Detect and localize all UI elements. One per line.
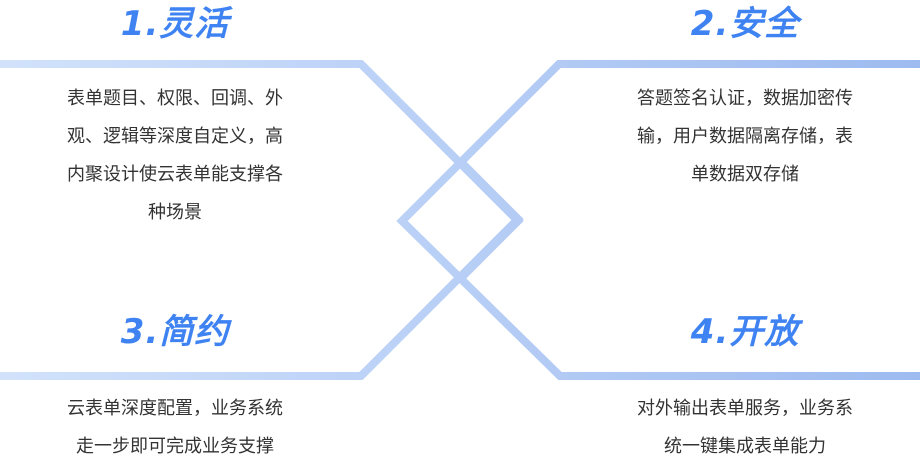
section-title-flexible: 1.灵活: [120, 4, 230, 44]
text-line: 对外输出表单服务，业务系: [637, 398, 853, 419]
section-body-open: 对外输出表单服务，业务系 统一键集成表单能力: [595, 390, 895, 466]
section-title-simple: 3.简约: [120, 312, 230, 352]
text-line: 单数据双存储: [691, 164, 799, 185]
text-line: 内聚设计使云表单能支撑各: [67, 164, 283, 185]
line-top-right: [396, 60, 920, 380]
text-line: 表单题目、权限、回调、外: [67, 88, 283, 109]
text-line: 统一键集成表单能力: [664, 436, 826, 457]
section-title-open: 4.开放: [690, 312, 800, 352]
text-line: 观、逻辑等深度自定义，高: [67, 126, 283, 147]
section-body-secure: 答题签名认证，数据加密传 输，用户数据隔离存储，表 单数据双存储: [595, 80, 895, 194]
line-bottom-left: [0, 158, 524, 380]
section-title-secure: 2.安全: [690, 4, 800, 44]
text-line: 输，用户数据隔离存储，表: [637, 126, 853, 147]
section-body-simple: 云表单深度配置，业务系统 走一步即可完成业务支撑: [25, 390, 325, 466]
text-line: 云表单深度配置，业务系统: [67, 398, 283, 419]
text-line: 走一步即可完成业务支撑: [76, 436, 274, 457]
text-line: 种场景: [148, 202, 202, 223]
text-line: 答题签名认证，数据加密传: [637, 88, 853, 109]
section-body-flexible: 表单题目、权限、回调、外 观、逻辑等深度自定义，高 内聚设计使云表单能支撑各 种…: [25, 80, 325, 232]
